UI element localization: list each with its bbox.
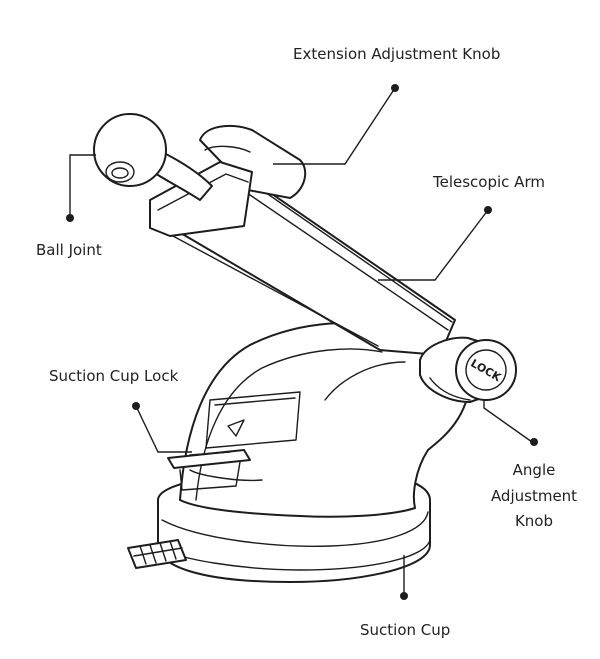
- label-angle-line2: Adjustment: [490, 487, 578, 505]
- label-ball-joint: Ball Joint: [36, 241, 102, 259]
- label-telescopic-arm: Telescopic Arm: [433, 173, 545, 191]
- label-suction-cup-lock: Suction Cup Lock: [49, 367, 179, 385]
- label-angle-line3: Knob: [514, 512, 554, 530]
- suction-cup-tab: [127, 539, 187, 569]
- label-suction-cup: Suction Cup: [360, 621, 451, 639]
- suction-cup-lock: [167, 449, 251, 491]
- ball-joint: [93, 113, 213, 201]
- label-angle-line1: Angle: [512, 461, 556, 479]
- angle-adjustment-knob: LOCK: [419, 336, 517, 403]
- mount-housing: [179, 321, 471, 518]
- leader-lines: [66, 84, 538, 600]
- label-extension-knob: Extension Adjustment Knob: [293, 45, 501, 63]
